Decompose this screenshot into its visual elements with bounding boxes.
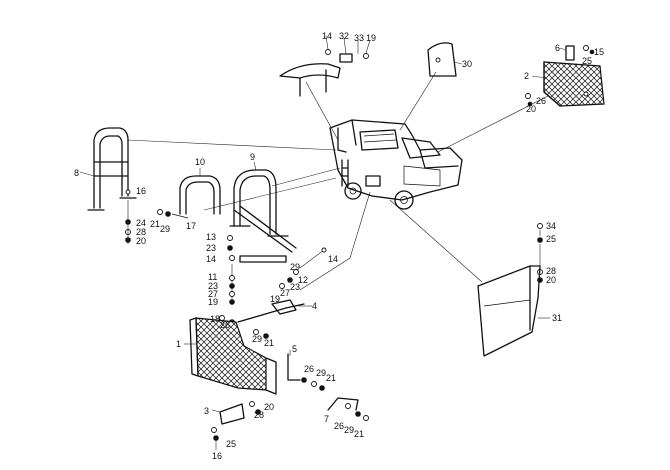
callout-label: 21 xyxy=(264,338,274,348)
callout-label: 29 xyxy=(252,334,262,344)
callout-label: 18 xyxy=(210,314,220,324)
callout-label: 34 xyxy=(546,221,556,231)
callout-label: 29 xyxy=(316,368,326,378)
callout-label: 5 xyxy=(292,344,297,354)
callout-labels: 14 32 33 19 30 6 15 25 2 26 20 8 16 24 2… xyxy=(74,31,604,461)
callout-label: 19 xyxy=(366,33,376,43)
callout-label: 14 xyxy=(328,254,338,264)
callout-label: 28 xyxy=(546,266,556,276)
bracket-part-3 xyxy=(211,401,261,450)
leader-lines xyxy=(127,71,549,291)
callout-label: 24 xyxy=(136,218,146,228)
callout-label: 26 xyxy=(220,320,230,330)
callout-label: 26 xyxy=(334,421,344,431)
callout-label: 8 xyxy=(74,168,79,178)
bracket-part-7 xyxy=(327,397,369,421)
callout-label: 26 xyxy=(304,364,314,374)
callout-label: 20 xyxy=(136,236,146,246)
callout-label: 27 xyxy=(208,289,218,299)
callout-label: 4 xyxy=(312,301,317,311)
callout-label: 15 xyxy=(594,47,604,57)
callout-label: 20 xyxy=(546,275,556,285)
callout-label: 25 xyxy=(546,234,556,244)
grille-part-1 xyxy=(184,317,277,395)
callout-label: 25 xyxy=(582,56,592,66)
hardware-stack-center xyxy=(227,235,327,305)
callout-label: 33 xyxy=(354,33,364,43)
callout-label: 21 xyxy=(150,219,160,229)
callout-label: 28 xyxy=(254,410,264,420)
callout-label: 32 xyxy=(339,31,349,41)
callout-label: 28 xyxy=(136,227,146,237)
callout-label: 23 xyxy=(206,243,216,253)
callout-label: 23 xyxy=(290,282,300,292)
callout-label: 14 xyxy=(322,31,332,41)
bracket-part-5 xyxy=(287,350,325,391)
callout-label: 11 xyxy=(208,272,217,282)
callout-label: 25 xyxy=(226,439,236,449)
callout-label: 29 xyxy=(344,425,354,435)
hoop-part-9 xyxy=(229,161,297,263)
callout-label: 29 xyxy=(160,224,170,234)
callout-label: 7 xyxy=(324,414,329,424)
callout-label: 2 xyxy=(524,71,529,81)
callout-label: 9 xyxy=(250,152,255,162)
callout-label: 21 xyxy=(354,429,364,439)
callout-label: 16 xyxy=(212,451,222,461)
callout-label: 17 xyxy=(186,221,196,231)
callout-label: 23 xyxy=(208,281,218,291)
hoop-part-10 xyxy=(179,168,221,215)
bracket-part-2 xyxy=(525,45,605,107)
callout-label: 20 xyxy=(264,402,274,412)
callout-label: 19 xyxy=(270,294,280,304)
callout-label: 10 xyxy=(195,157,205,167)
callout-label: 27 xyxy=(280,288,290,298)
callout-label: 14 xyxy=(206,254,216,264)
callout-label: 29 xyxy=(290,262,300,272)
callout-label: 1 xyxy=(176,339,181,349)
shield-part-30 xyxy=(427,42,463,77)
bracket-part-4 xyxy=(219,299,312,339)
callout-label: 3 xyxy=(204,406,209,416)
callout-label: 6 xyxy=(555,43,560,53)
callout-label: 19 xyxy=(208,297,218,307)
frame-part-8 xyxy=(79,127,189,244)
callout-label: 12 xyxy=(298,275,308,285)
callout-label: 30 xyxy=(462,59,472,69)
panel-part-31 xyxy=(477,223,550,357)
callout-label: 13 xyxy=(206,232,216,242)
callout-label: 16 xyxy=(136,186,146,196)
callout-label: 31 xyxy=(552,313,562,323)
combine-harvester xyxy=(329,119,463,210)
fender-assembly xyxy=(279,35,371,97)
callout-label: 20 xyxy=(526,104,536,114)
callout-label: 21 xyxy=(326,373,336,383)
callout-label: 26 xyxy=(536,96,546,106)
